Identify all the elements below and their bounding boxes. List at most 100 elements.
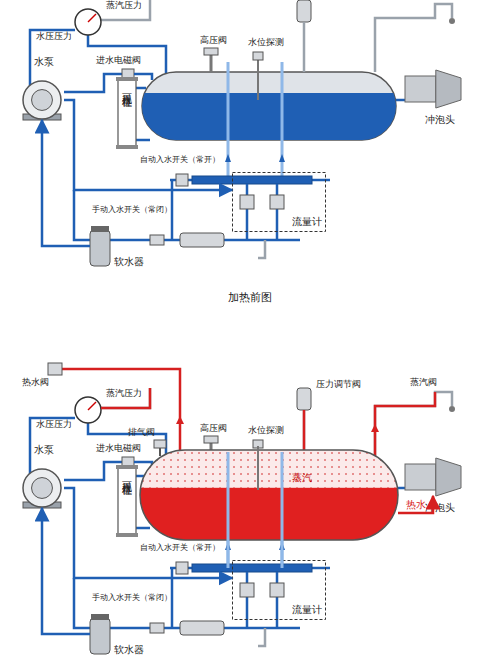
column-cap — [116, 533, 138, 537]
figure-caption: 加热前图 — [0, 292, 500, 304]
flow-meter — [240, 195, 254, 209]
pressure-regulator — [297, 0, 311, 22]
boiler-shell — [140, 450, 398, 540]
drain-pipe — [258, 240, 265, 258]
sight-glass-column: 可视水位柱 — [118, 468, 136, 534]
part-label: 水位探测 — [248, 426, 284, 436]
boiler-water — [142, 93, 396, 140]
connector-label: 热水 — [406, 499, 426, 510]
pipe — [30, 30, 75, 86]
component-label: 可视水位柱 — [121, 473, 132, 478]
part-label: 高压阀 — [200, 424, 227, 434]
component-label: 流量计 — [292, 604, 322, 615]
part-label: 手动入水开关（常闭） — [92, 594, 172, 603]
manual-fill-valve — [150, 235, 164, 245]
hot-water-pipe — [62, 369, 180, 452]
boiler-tank-outline — [140, 450, 398, 540]
part-label: 进水电磁阀 — [96, 444, 141, 454]
part-label: 蒸汽压力 — [106, 1, 142, 11]
heated-machine-drawing — [30, 388, 455, 646]
group-body — [405, 464, 436, 490]
pipe — [64, 74, 122, 92]
group-body — [405, 76, 436, 102]
component-label: 冲泡头 — [425, 502, 455, 513]
part-label: 水压压力 — [36, 32, 72, 42]
group-head — [436, 458, 461, 496]
pipe-connector — [398, 496, 433, 513]
pipe — [88, 35, 166, 74]
level-probe — [257, 58, 259, 100]
valve-assembly — [180, 233, 224, 247]
pump-body — [23, 81, 61, 119]
column-cap — [116, 145, 138, 149]
pipe-connector — [42, 508, 90, 634]
steam-space — [140, 450, 398, 488]
valve-stem — [159, 448, 161, 456]
heat-exchanger-tube — [228, 62, 282, 180]
softener-cap — [91, 226, 109, 232]
flow-meter-group: 流量计 — [232, 172, 326, 232]
boiler-outline — [140, 450, 398, 540]
manifold-body — [192, 176, 312, 184]
hot-lines — [48, 363, 435, 460]
heat-exchanger-tube — [228, 452, 282, 568]
auto-fill-valve — [176, 174, 188, 186]
part-label: 自动入水开关（常开） — [140, 544, 220, 553]
component-label: 可视水位柱 — [121, 85, 132, 90]
water-pump-outline — [20, 468, 64, 508]
pipe — [101, 0, 150, 20]
dashed-group-box — [233, 561, 326, 620]
brew-head-outline — [405, 70, 461, 108]
pipe-connector — [64, 100, 232, 190]
water-softener: 软水器 — [90, 226, 110, 266]
pipe — [303, 22, 306, 72]
component-label: 流量计 — [292, 216, 322, 227]
part-label: 压力调节阀 — [316, 380, 361, 390]
brew-head-outline — [405, 458, 461, 496]
level-probe-head — [253, 52, 263, 60]
component-label: 软水器 — [114, 256, 144, 267]
brew-head: 冲泡头 — [405, 70, 461, 108]
boiler-tank: 蒸汽 — [140, 450, 398, 540]
hot-water-valve — [48, 363, 62, 375]
steam-pipe — [375, 392, 435, 460]
component-label: 水泵 — [34, 444, 54, 455]
part-label: 手动入水开关（常闭） — [92, 206, 172, 215]
part-label: 自动入水开关（常开） — [140, 156, 220, 165]
part-label: 高压阀 — [200, 36, 227, 46]
softener-cap — [91, 614, 109, 620]
gauge-needle — [88, 14, 96, 22]
flow-arrow — [225, 154, 285, 162]
flow-meter-group: 流量计 — [232, 560, 326, 620]
brew-head: 冲泡头 — [405, 458, 461, 496]
water-softener-outline — [90, 614, 110, 654]
softener-body — [90, 618, 110, 654]
pump-rotor — [32, 90, 53, 111]
pipe-connector — [42, 120, 90, 246]
pump-body — [23, 469, 61, 507]
part-label: 热水阀 — [22, 378, 49, 388]
pipe — [396, 99, 405, 102]
pressure-gauge — [75, 9, 101, 35]
pipe-connector — [64, 488, 232, 578]
part-label: 蒸汽阀 — [410, 378, 437, 388]
part-label: 进水电磁阀 — [96, 56, 141, 66]
water-softener: 软水器 — [90, 614, 110, 654]
component-label: 水泵 — [34, 56, 54, 67]
sight-glass — [118, 468, 136, 534]
steam-wand-tip — [449, 18, 455, 24]
machine-base-drawing — [30, 0, 455, 258]
steam-pipe — [375, 4, 452, 72]
part-label: 排气阀 — [128, 428, 155, 438]
water-softener-outline — [90, 226, 110, 266]
sight-glass — [118, 80, 136, 146]
group-head — [436, 70, 461, 108]
sight-glass-column: 可视水位柱 — [118, 80, 136, 146]
steam-pipe — [101, 388, 150, 408]
pump-rotor — [32, 478, 53, 499]
flow-meter — [270, 195, 284, 209]
